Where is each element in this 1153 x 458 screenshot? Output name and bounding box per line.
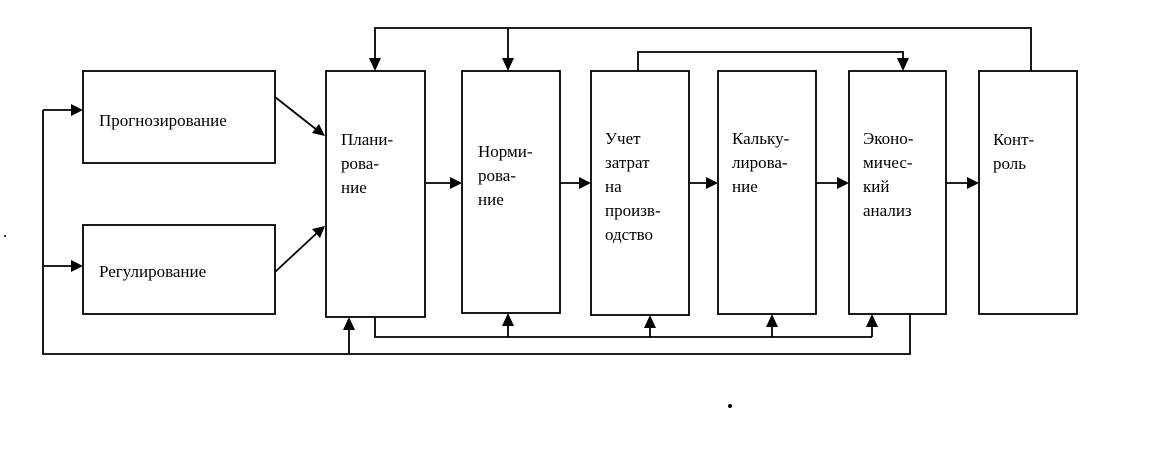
- block-planning-label: Плани-рова-ние: [341, 130, 394, 197]
- label-line: мичес-: [863, 153, 913, 172]
- label-line: роль: [993, 154, 1026, 173]
- block-regulation-label: Регулирование: [99, 262, 206, 281]
- label-line: ние: [732, 177, 758, 196]
- arrow-costing-to-economic-analysis: [816, 177, 849, 189]
- feedback-loop-control-to-norming: [502, 28, 514, 71]
- arrow-forecasting-to-planning: [274, 96, 325, 136]
- label-line: Прогнозирование: [99, 111, 227, 130]
- label-line: Регулирование: [99, 262, 206, 281]
- block-costing: Кальку-лирова-ние: [717, 70, 817, 315]
- bottom-feedback-bus: [374, 313, 878, 338]
- label-line: Плани-: [341, 130, 394, 149]
- label-line: Норми-: [478, 142, 533, 161]
- label-line: рова-: [341, 154, 379, 173]
- label-line: кий: [863, 177, 889, 196]
- block-norming: Норми-рова-ние: [461, 70, 561, 314]
- label-line: рова-: [478, 166, 516, 185]
- scan-speck: [728, 404, 732, 408]
- label-line: на: [605, 177, 622, 196]
- label-line: Эконо-: [863, 129, 914, 148]
- block-forecasting-label: Прогнозирование: [99, 111, 227, 130]
- block-cost-accounting-label: Учет затрат на произв-одство: [605, 129, 661, 244]
- label-line: ние: [478, 190, 504, 209]
- block-control-label: Конт-роль: [993, 130, 1035, 173]
- block-economic-analysis: Эконо-мичес-кий анализ: [848, 70, 947, 315]
- label-line: лирова-: [732, 153, 788, 172]
- arrow-planning-to-norming: [425, 177, 462, 189]
- label-line: Кальку-: [732, 129, 790, 148]
- arrow-cost-accounting-to-costing: [689, 177, 718, 189]
- label-line: Конт-: [993, 130, 1035, 149]
- link-cost-accounting-to-economic-analysis: [637, 51, 909, 71]
- scan-speck: [4, 235, 6, 237]
- block-forecasting: Прогнозирование: [82, 70, 276, 164]
- block-norming-label: Норми-рова-ние: [478, 142, 533, 209]
- label-line: произв-: [605, 201, 661, 220]
- block-control: Конт-роль: [978, 70, 1078, 315]
- label-line: затрат: [605, 153, 650, 172]
- block-costing-label: Кальку-лирова-ние: [732, 129, 790, 196]
- feedback-loop-control-to-planning: [369, 27, 1032, 71]
- block-planning: Плани-рова-ние: [325, 70, 426, 318]
- arrow-economic-analysis-to-control: [946, 177, 979, 189]
- label-line: ние: [341, 178, 367, 197]
- arrow-regulation-to-planning: [274, 226, 325, 273]
- label-line: одство: [605, 225, 653, 244]
- outer-loop-analysis-to-inputs: [42, 104, 911, 355]
- block-cost-accounting: Учет затрат на произв-одство: [590, 70, 690, 316]
- block-regulation: Регулирование: [82, 224, 276, 315]
- label-line: Учет: [605, 129, 641, 148]
- label-line: анализ: [863, 201, 912, 220]
- arrow-norming-to-cost-accounting: [560, 177, 591, 189]
- block-economic-analysis-label: Эконо-мичес-кий анализ: [863, 129, 914, 220]
